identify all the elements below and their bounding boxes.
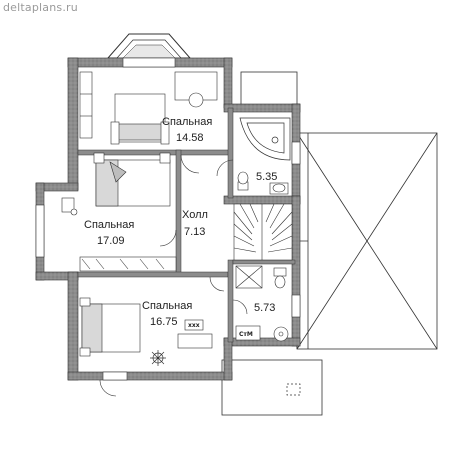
washer-label: СтМ bbox=[239, 331, 253, 338]
room-area-bedroom-left: 17.09 bbox=[97, 235, 125, 247]
bed-top bbox=[110, 93, 170, 145]
room-name-bedroom-left: Спальная bbox=[84, 219, 134, 231]
wardrobe-top bbox=[79, 71, 93, 139]
heater-block bbox=[184, 319, 204, 331]
sofa-bottom bbox=[177, 333, 213, 349]
room-name-bedroom-bottom: Спальная bbox=[142, 300, 192, 312]
room-area-bath-bottom: 5.73 bbox=[254, 302, 275, 314]
armchair-middle bbox=[61, 197, 78, 216]
sink-top bbox=[269, 182, 289, 195]
toilet-top bbox=[237, 171, 249, 191]
sink-bottom bbox=[273, 326, 289, 342]
washer bbox=[235, 325, 261, 341]
windows bbox=[35, 57, 301, 381]
porch-outline bbox=[221, 359, 323, 416]
room-area-bedroom-top: 14.58 bbox=[176, 132, 204, 144]
room-name-bedroom-top: Спальная bbox=[162, 116, 212, 128]
site-watermark: deltaplans.ru bbox=[3, 1, 78, 14]
top-bay bbox=[106, 33, 192, 59]
room-area-bath-top: 5.35 bbox=[256, 171, 277, 183]
room-area-hall: 7.13 bbox=[184, 226, 205, 238]
closet-middle bbox=[79, 256, 177, 272]
bed-bottom bbox=[79, 297, 141, 357]
room-name-hall: Холл bbox=[182, 209, 208, 221]
room-area-bedroom-bottom: 16.75 bbox=[150, 316, 178, 328]
toilet-bottom bbox=[273, 267, 287, 289]
plant-icon bbox=[150, 350, 166, 366]
heater-label: xxx bbox=[188, 322, 200, 329]
bed-middle bbox=[93, 152, 171, 207]
staircase bbox=[233, 203, 293, 261]
roof-small-top bbox=[240, 71, 298, 107]
shower-tray bbox=[235, 265, 263, 289]
door-swings bbox=[99, 154, 248, 397]
roof-outline bbox=[296, 132, 438, 350]
desk-top bbox=[174, 71, 218, 108]
bathtub-corner bbox=[239, 117, 291, 161]
